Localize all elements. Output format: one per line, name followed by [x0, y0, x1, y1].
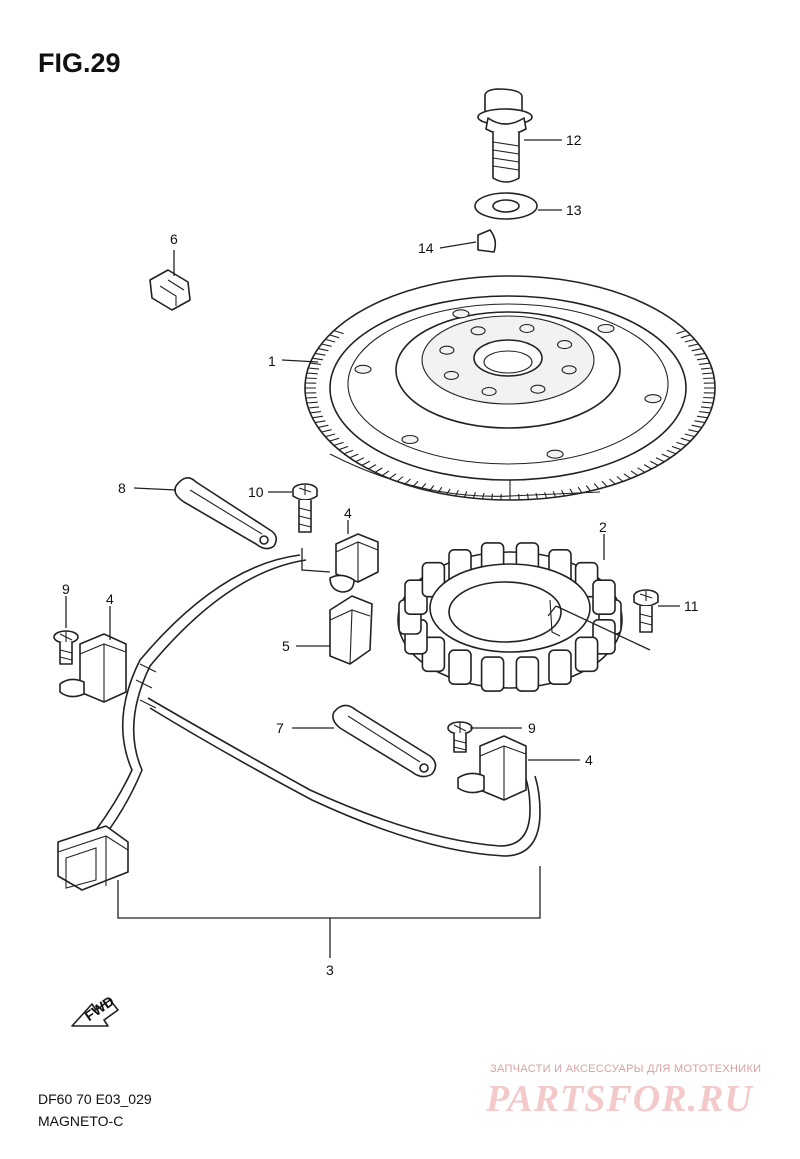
sensor-4-right-part: [457, 735, 527, 801]
stator-pole-coil: [480, 656, 505, 692]
callout-9-left: 9: [62, 581, 70, 597]
flywheel-gear-teeth: [305, 330, 715, 500]
stator-pole-coil: [574, 636, 599, 673]
hub-bolt-hole: [439, 345, 455, 355]
stator-pole-coil: [448, 649, 472, 686]
callout-11: 11: [684, 598, 699, 614]
woodruff-key-part: [477, 229, 497, 253]
callout-4-right: 4: [585, 752, 593, 768]
figure-title: FIG.29: [38, 48, 121, 78]
strap-8-part: [174, 477, 278, 550]
strap-7-part: [332, 704, 437, 778]
stator-pole-coil: [515, 656, 540, 692]
callout-9-right: 9: [528, 720, 536, 736]
callout-6: 6: [170, 231, 178, 247]
callout-2: 2: [599, 519, 607, 535]
callout-13: 13: [566, 202, 582, 218]
watermark-logo: PARTSFOR.RU: [486, 1078, 753, 1120]
screw-9-right-part: [447, 721, 473, 753]
figure-name: MAGNETO-C: [38, 1113, 124, 1129]
screw-9-left-part: [53, 630, 79, 665]
watermark-text: ЗАПЧАСТИ И АКСЕССУАРЫ ДЛЯ МОТОТЕХНИКИ: [490, 1063, 762, 1075]
sensor-4-upper-part: [329, 533, 379, 593]
callout-12: 12: [566, 132, 582, 148]
leader-lines: [65, 139, 680, 958]
screw-10-part: [292, 483, 318, 533]
rim-hole: [452, 309, 470, 319]
callout-1: 1: [268, 353, 276, 369]
callout-8: 8: [118, 480, 126, 496]
stator-part: [397, 542, 623, 692]
stator-pole-coil: [548, 649, 572, 686]
flywheel-part: [304, 275, 716, 501]
rim-hole: [401, 434, 419, 445]
rim-hole: [546, 449, 564, 459]
clip-part: [149, 269, 191, 311]
hub-bolt-hole: [443, 370, 459, 380]
hub-bolt-hole: [557, 340, 573, 350]
callout-14: 14: [418, 240, 434, 256]
forward-direction-arrow: FWD: [71, 993, 119, 1027]
hub-bolt-hole: [481, 386, 497, 397]
bracket-5-part: [329, 595, 373, 665]
rim-hole: [644, 394, 662, 404]
callout-labels: 1 2 3 4 4 4 5 6 7 8 9 9 10 11 12 13 14: [62, 132, 699, 978]
rim-hole: [597, 323, 615, 334]
hub-bolt-hole: [519, 323, 535, 334]
hub-bolt-hole: [530, 384, 546, 394]
callout-5: 5: [282, 638, 290, 654]
sensor-4-left-part: [59, 633, 127, 703]
screw-11-part: [633, 589, 659, 633]
rim-hole: [354, 364, 372, 374]
washer-part: [474, 192, 538, 220]
wire-harness-part: [57, 554, 541, 891]
callout-10: 10: [248, 484, 264, 500]
stator-pole-coil: [592, 579, 616, 616]
hub-bolt-hole: [561, 365, 577, 375]
callout-4-upper: 4: [344, 505, 352, 521]
flange-bolt-part: [477, 88, 533, 183]
callout-7: 7: [276, 720, 284, 736]
callout-4-left: 4: [106, 591, 114, 607]
callout-3: 3: [326, 962, 334, 978]
hub-bolt-hole: [470, 326, 486, 336]
figure-code: DF60 70 E03_029: [38, 1091, 152, 1107]
